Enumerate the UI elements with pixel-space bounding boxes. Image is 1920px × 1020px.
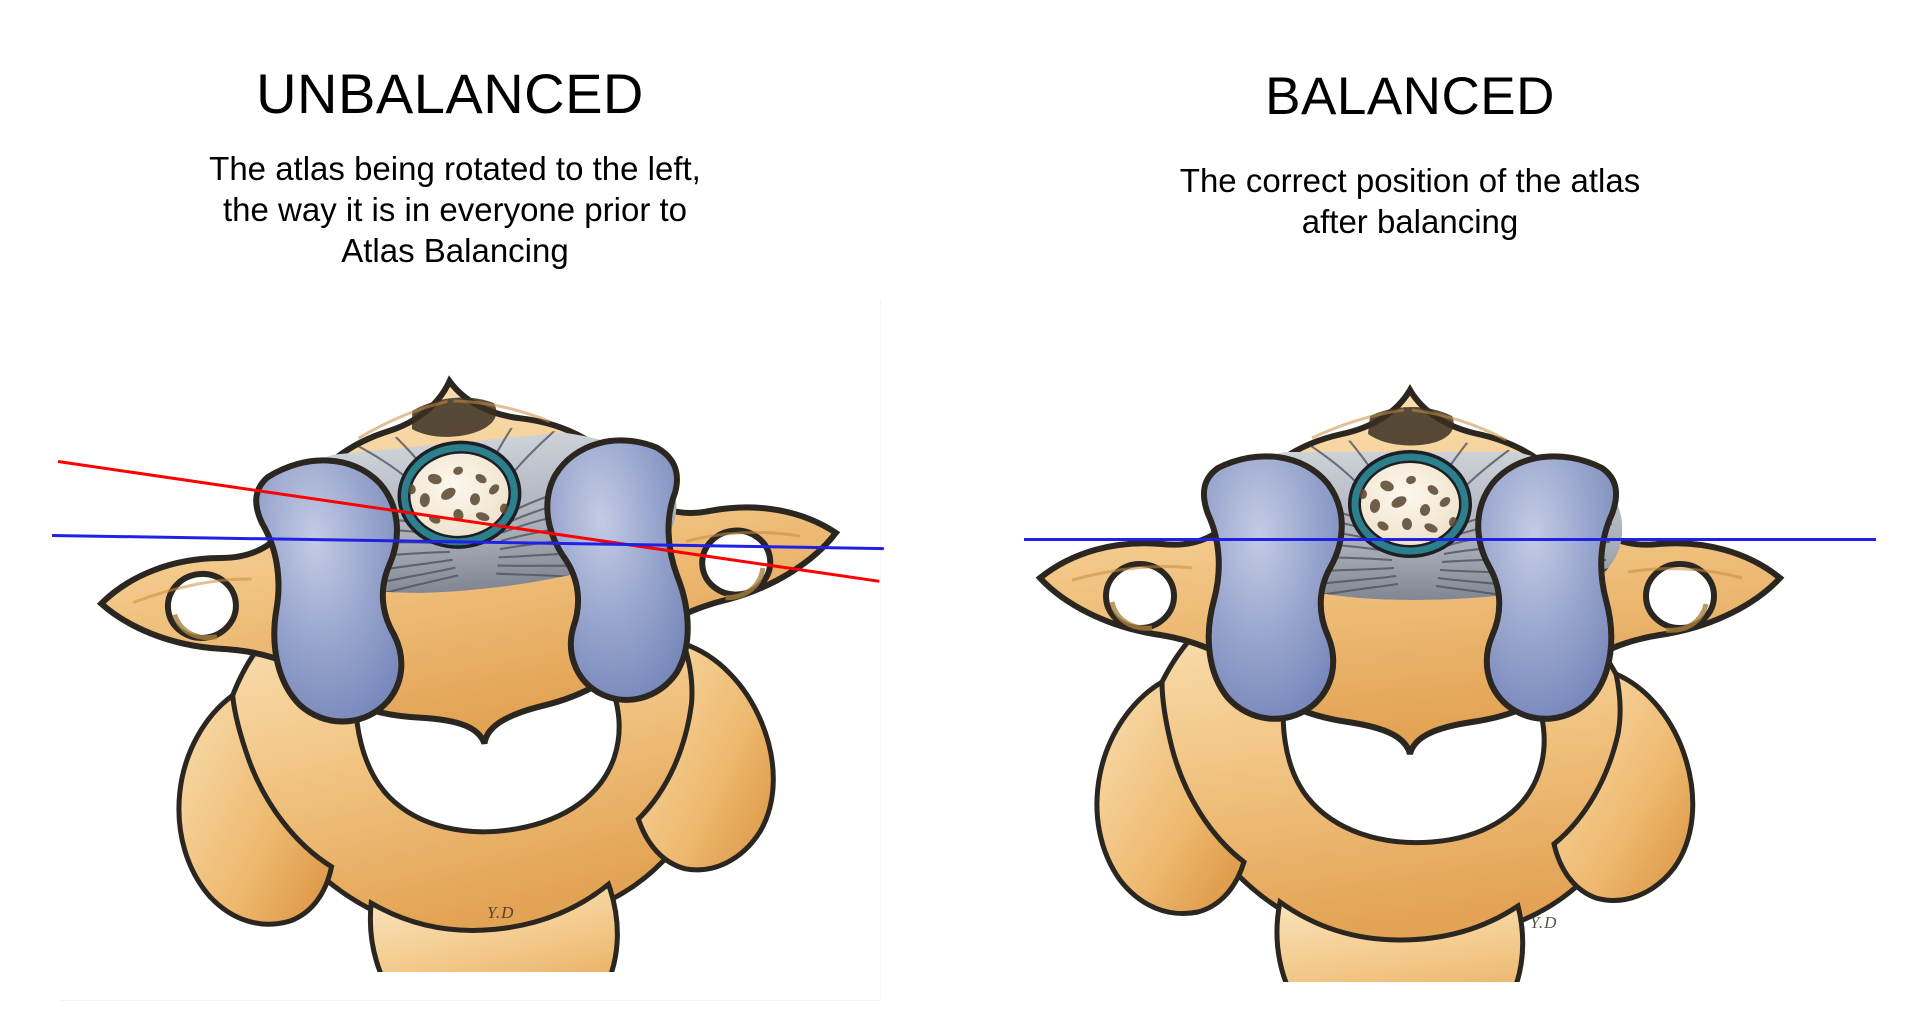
posterior-tubercle-shadow	[1368, 407, 1454, 446]
left-lateral-mass	[1200, 453, 1345, 722]
right-lateral-mass	[1475, 453, 1620, 722]
panel-caption-unbalanced: The atlas being rotated to the left, the…	[60, 148, 850, 271]
left-transverse-foramen	[164, 570, 239, 641]
caption-line: the way it is in everyone prior to	[222, 191, 688, 228]
dens-trabeculae	[1359, 475, 1458, 533]
caption-line: The atlas being rotated to the left,	[209, 150, 701, 187]
vertebra-illustration-unbalanced	[70, 372, 870, 972]
right-transverse-process	[635, 640, 776, 873]
vertebra-illustration-balanced	[1010, 382, 1810, 982]
spinous-process	[367, 880, 620, 972]
right-transverse-foramen	[699, 527, 774, 598]
panel-title-unbalanced: UNBALANCED	[256, 62, 644, 125]
right-transverse-process	[1551, 669, 1696, 903]
panel-unbalanced: UNBALANCED The atlas being rotated to th…	[0, 0, 900, 1020]
caption-line: The correct position of the atlas	[1179, 162, 1641, 199]
dens-teal-ring	[1351, 453, 1469, 555]
left-transverse-process	[1094, 677, 1247, 916]
artist-signature: Y.D	[487, 903, 515, 922]
spinous-process	[1274, 897, 1526, 982]
posterior-tubercle-shadow	[411, 397, 497, 437]
caption-line: Atlas Balancing	[341, 232, 569, 269]
caption-line: after balancing	[1301, 203, 1519, 240]
artist-signature: Y.D	[1530, 913, 1558, 932]
panel-title-balanced: BALANCED	[1265, 67, 1555, 126]
left-transverse-process	[176, 690, 335, 927]
right-transverse-foramen	[1643, 561, 1717, 631]
left-transverse-foramen	[1103, 561, 1177, 631]
panel-balanced: BALANCED The correct position of the atl…	[900, 0, 1920, 1020]
panel-caption-balanced: The correct position of the atlas after …	[1010, 160, 1810, 242]
